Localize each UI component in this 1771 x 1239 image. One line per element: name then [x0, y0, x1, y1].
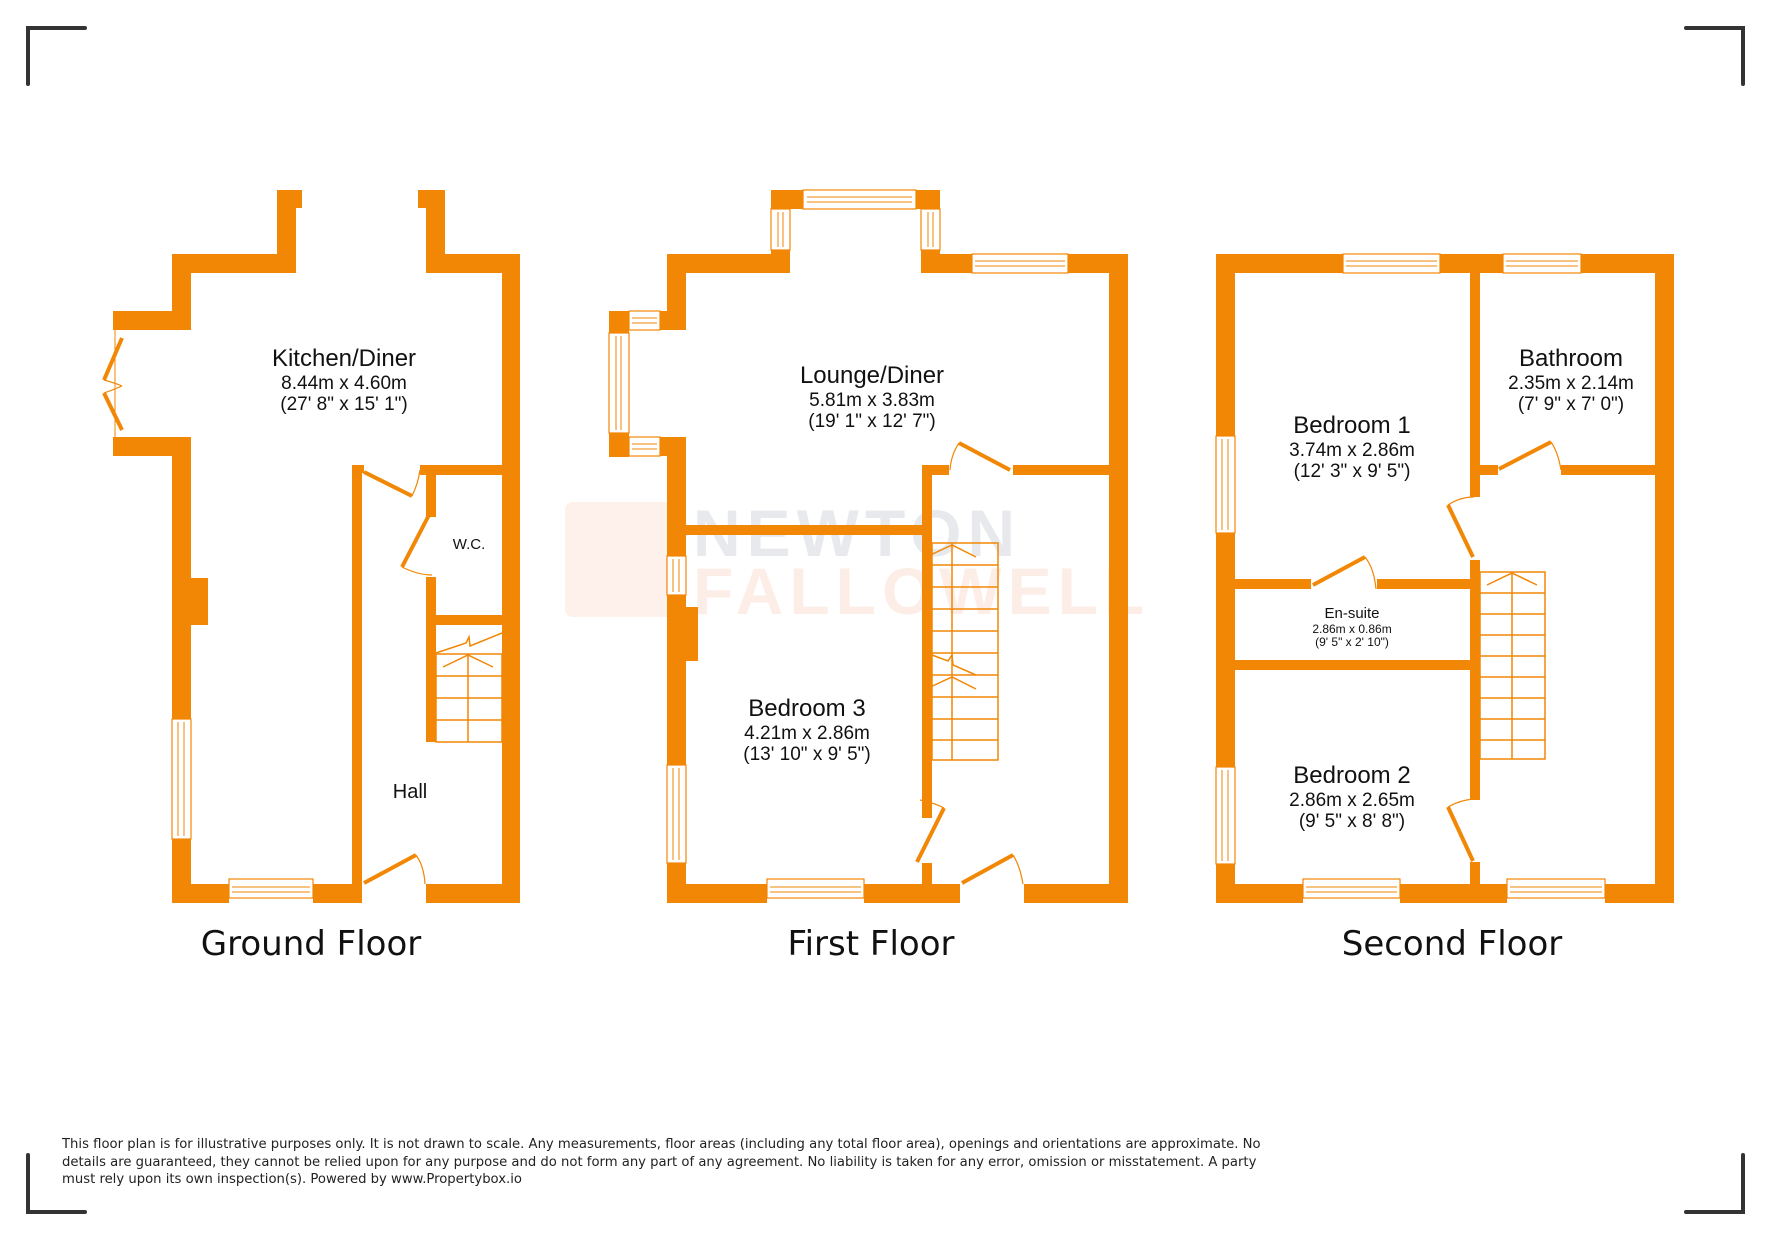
room-imperial: (7' 9" x 7' 0") — [1517, 394, 1625, 416]
room-name: Bedroom 3 — [748, 695, 866, 722]
floor-title-second: Second Floor — [1341, 924, 1563, 964]
room-name: Bedroom 2 — [1293, 762, 1411, 789]
room-wc: W.C. — [452, 536, 486, 554]
floor-title-first: First Floor — [787, 924, 955, 964]
room-name: Bathroom — [1518, 345, 1624, 372]
corner-brackets — [26, 26, 1745, 1214]
room-bedroom-3: Bedroom 3 4.21m x 2.86m (13' 10" x 9' 5"… — [743, 695, 871, 766]
room-imperial: (9' 5" x 8' 8") — [1298, 811, 1406, 833]
room-lounge-diner: Lounge/Diner 5.81m x 3.83m (19' 1" x 12'… — [799, 362, 945, 433]
room-name: Lounge/Diner — [799, 362, 945, 389]
ground-floor-plan — [102, 190, 520, 903]
room-metric: 2.35m x 2.14m — [1508, 372, 1634, 394]
room-metric: 2.86m x 2.65m — [1289, 789, 1415, 811]
room-metric: 5.81m x 3.83m — [809, 389, 935, 411]
room-bedroom-1: Bedroom 1 3.74m x 2.86m (12' 3" x 9' 5") — [1289, 412, 1415, 483]
room-imperial: (19' 1" x 12' 7") — [808, 411, 936, 433]
room-name: Hall — [392, 781, 428, 803]
first-floor-plan — [608, 189, 1128, 903]
room-en-suite: En-suite 2.86m x 0.86m (9' 5" x 2' 10") — [1312, 605, 1392, 650]
room-imperial: (27' 8" x 15' 1") — [280, 394, 408, 416]
room-metric: 4.21m x 2.86m — [744, 722, 870, 744]
room-imperial: (13' 10" x 9' 5") — [743, 744, 871, 766]
room-name: Bedroom 1 — [1293, 412, 1411, 439]
second-floor-plan — [1215, 253, 1674, 903]
room-imperial: (9' 5" x 2' 10") — [1315, 635, 1389, 650]
watermark-line-2: FALLOWELL — [693, 554, 1151, 628]
disclaimer-text: This floor plan is for illustrative purp… — [62, 1137, 1261, 1187]
room-name: En-suite — [1324, 605, 1380, 622]
room-metric: 3.74m x 2.86m — [1289, 439, 1415, 461]
room-name: W.C. — [452, 536, 486, 553]
room-metric: 2.86m x 0.86m — [1312, 621, 1392, 636]
floor-title-ground: Ground Floor — [200, 924, 422, 964]
room-name: Kitchen/Diner — [271, 345, 417, 372]
brand-logo-icon — [565, 502, 683, 617]
room-imperial: (12' 3" x 9' 5") — [1293, 461, 1411, 483]
room-metric: 8.44m x 4.60m — [281, 372, 407, 394]
room-hall: Hall — [393, 781, 427, 803]
room-bedroom-2: Bedroom 2 2.86m x 2.65m (9' 5" x 8' 8") — [1289, 762, 1415, 833]
room-kitchen-diner: Kitchen/Diner 8.44m x 4.60m (27' 8" x 15… — [271, 345, 417, 416]
room-bathroom: Bathroom 2.35m x 2.14m (7' 9" x 7' 0") — [1508, 345, 1634, 416]
